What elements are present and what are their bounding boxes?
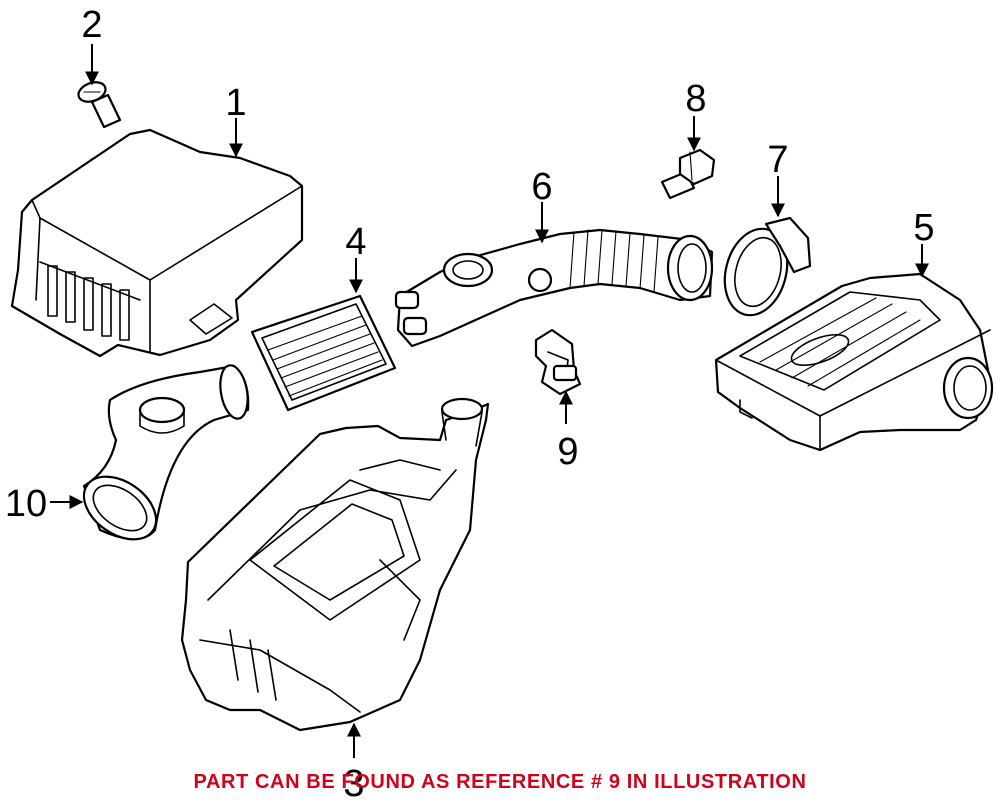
part-8-bolt xyxy=(660,148,716,200)
part-5-resonator xyxy=(714,272,994,452)
callout-5: 5 xyxy=(913,207,934,249)
callout-4: 4 xyxy=(345,221,366,263)
reference-note: PART CAN BE FOUND AS REFERENCE # 9 IN IL… xyxy=(193,771,807,793)
part-9-sensor xyxy=(534,328,582,396)
callout-3: 3 xyxy=(343,763,364,802)
callout-2: 2 xyxy=(81,4,102,46)
callout-7: 7 xyxy=(767,139,788,181)
part-6-intake-hose xyxy=(394,228,714,348)
callout-10: 10 xyxy=(5,483,47,525)
part-10-intake-elbow xyxy=(82,364,250,541)
callout-6: 6 xyxy=(531,166,552,208)
part-3-lower-housing xyxy=(180,397,490,732)
callout-9: 9 xyxy=(557,431,578,473)
part-1-upper-cover xyxy=(10,128,304,358)
part-7-hose-clamp xyxy=(723,216,812,317)
part-2-screw xyxy=(77,81,122,129)
leader-lines xyxy=(50,44,929,758)
callout-8: 8 xyxy=(685,78,706,120)
callout-1: 1 xyxy=(225,82,246,124)
part-4-filter-element xyxy=(250,294,397,412)
callout-labels: 1 2 3 4 5 6 7 8 9 10 xyxy=(5,4,935,802)
